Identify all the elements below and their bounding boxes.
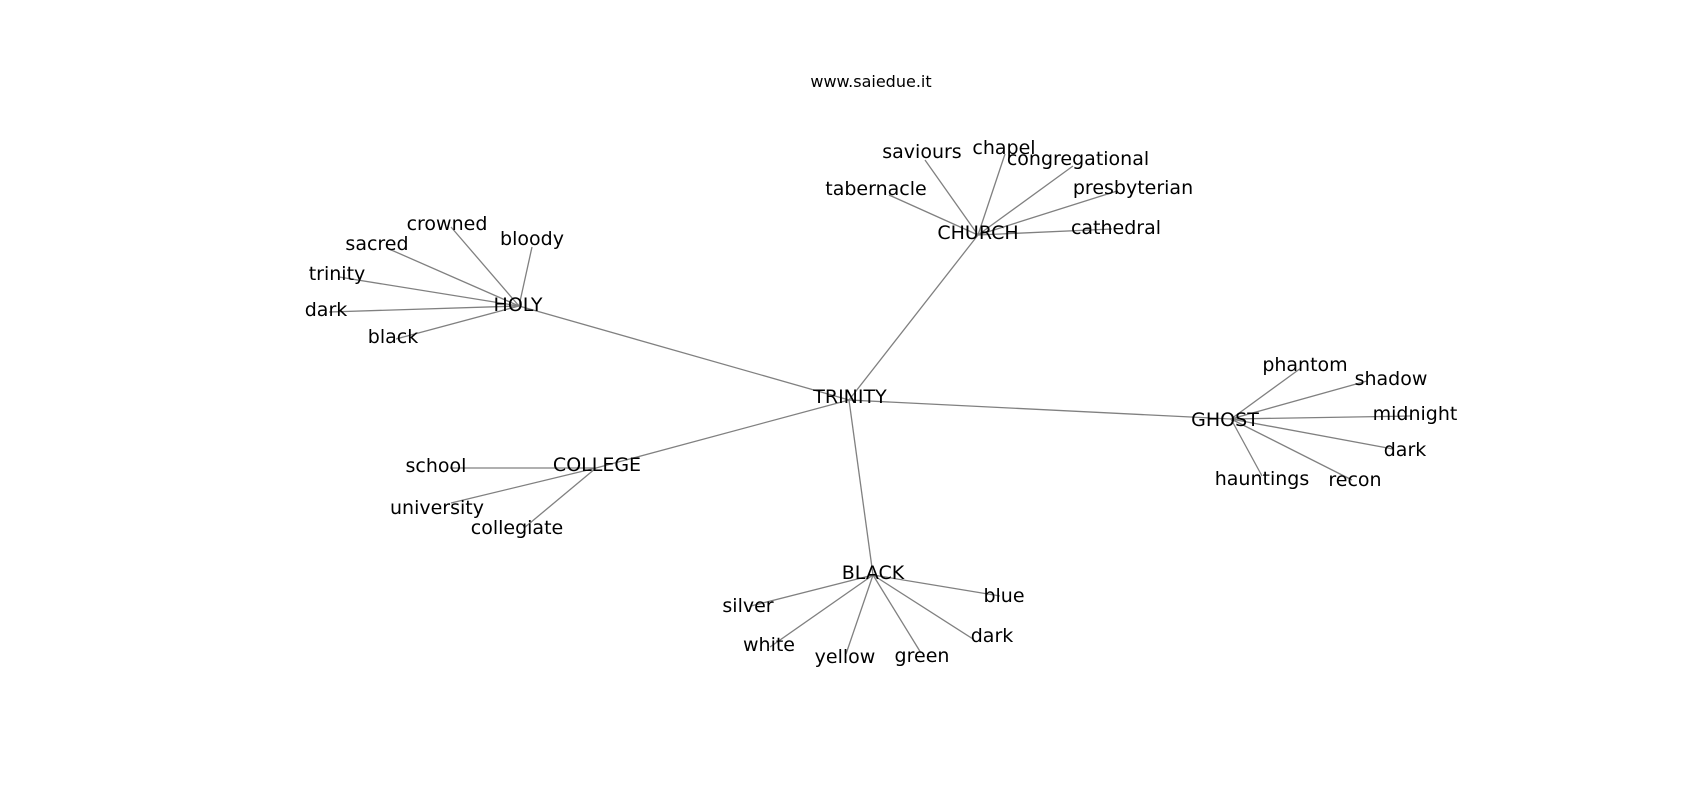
edge-hub-to-leaf	[388, 248, 520, 307]
edge-hub-to-leaf	[750, 574, 874, 607]
edge-hub-to-leaf	[924, 159, 979, 236]
hub-node-label: GHOST	[1191, 409, 1259, 431]
hub-node-label: COLLEGE	[553, 454, 641, 476]
leaf-node-label: yellow	[815, 646, 876, 668]
leaf-node-label: phantom	[1262, 354, 1347, 376]
edge-hub-to-leaf	[977, 153, 1006, 236]
leaf-node-label: bloody	[500, 228, 564, 250]
edge-hub-to-leaf	[338, 276, 520, 307]
leaf-node-label: green	[895, 645, 950, 667]
edge-center-to-hub	[848, 234, 979, 401]
edge-hub-to-leaf	[977, 228, 1113, 236]
leaf-node-label: tabernacle	[825, 178, 926, 200]
leaf-node-label: chapel	[972, 137, 1035, 159]
edge-center-to-hub	[518, 305, 850, 401]
leaf-node-label: black	[368, 326, 418, 348]
leaf-node-label: shadow	[1355, 368, 1428, 390]
leaf-node-label: collegiate	[471, 517, 563, 539]
edge-hub-to-leaf	[872, 574, 922, 654]
edge-center-to-hub	[848, 399, 1232, 420]
edge-hub-to-leaf	[1230, 418, 1353, 481]
leaf-node-label: white	[743, 634, 795, 656]
edge-center-to-hub	[848, 399, 874, 576]
edge-hub-to-leaf	[328, 305, 520, 313]
leaf-node-label: congregational	[1007, 148, 1149, 170]
edge-hub-to-leaf	[872, 574, 1001, 597]
leaf-node-label: midnight	[1373, 403, 1458, 425]
edge-hub-to-leaf	[872, 574, 974, 640]
leaf-node-label: saviours	[882, 141, 961, 163]
leaf-node-label: dark	[305, 299, 348, 321]
leaf-node-label: recon	[1328, 469, 1381, 491]
site-url: www.saiedue.it	[810, 72, 932, 91]
hub-node-label: BLACK	[842, 562, 905, 584]
leaf-node-label: blue	[983, 585, 1024, 607]
leaf-node-label: sacred	[345, 233, 408, 255]
hub-node-label: CHURCH	[937, 222, 1018, 244]
edge-hub-to-leaf	[977, 165, 1074, 236]
leaf-node-label: cathedral	[1071, 217, 1161, 239]
edge-hub-to-leaf	[845, 574, 874, 655]
edge-layer	[328, 153, 1412, 655]
edge-hub-to-leaf	[1230, 367, 1302, 420]
leaf-node-label: hauntings	[1215, 468, 1310, 490]
leaf-node-label: university	[390, 497, 484, 519]
edge-hub-to-leaf	[395, 305, 520, 340]
edge-hub-to-leaf	[769, 574, 874, 648]
leaf-node-label: school	[406, 455, 467, 477]
edge-hub-to-leaf	[1230, 380, 1368, 420]
edge-hub-to-leaf	[523, 467, 597, 529]
edge-hub-to-leaf	[1230, 418, 1394, 450]
leaf-node-label: dark	[1384, 439, 1427, 461]
edge-hub-to-leaf	[888, 194, 979, 236]
leaf-node-label: presbyterian	[1073, 177, 1193, 199]
leaf-node-label: silver	[722, 595, 773, 617]
edge-hub-to-leaf	[450, 467, 597, 504]
edge-hub-to-leaf	[1230, 415, 1412, 420]
edge-hub-to-leaf	[977, 190, 1118, 236]
hub-node-label: HOLY	[494, 294, 543, 316]
leaf-node-label: trinity	[309, 263, 366, 285]
leaf-node-label: dark	[971, 625, 1014, 647]
edge-center-to-hub	[595, 399, 850, 469]
leaf-node-label: crowned	[407, 213, 488, 235]
edge-hub-to-leaf	[518, 246, 533, 307]
edge-hub-to-leaf	[450, 226, 520, 307]
edge-hub-to-leaf	[1230, 418, 1263, 477]
center-node-label: TRINITY	[812, 386, 887, 408]
